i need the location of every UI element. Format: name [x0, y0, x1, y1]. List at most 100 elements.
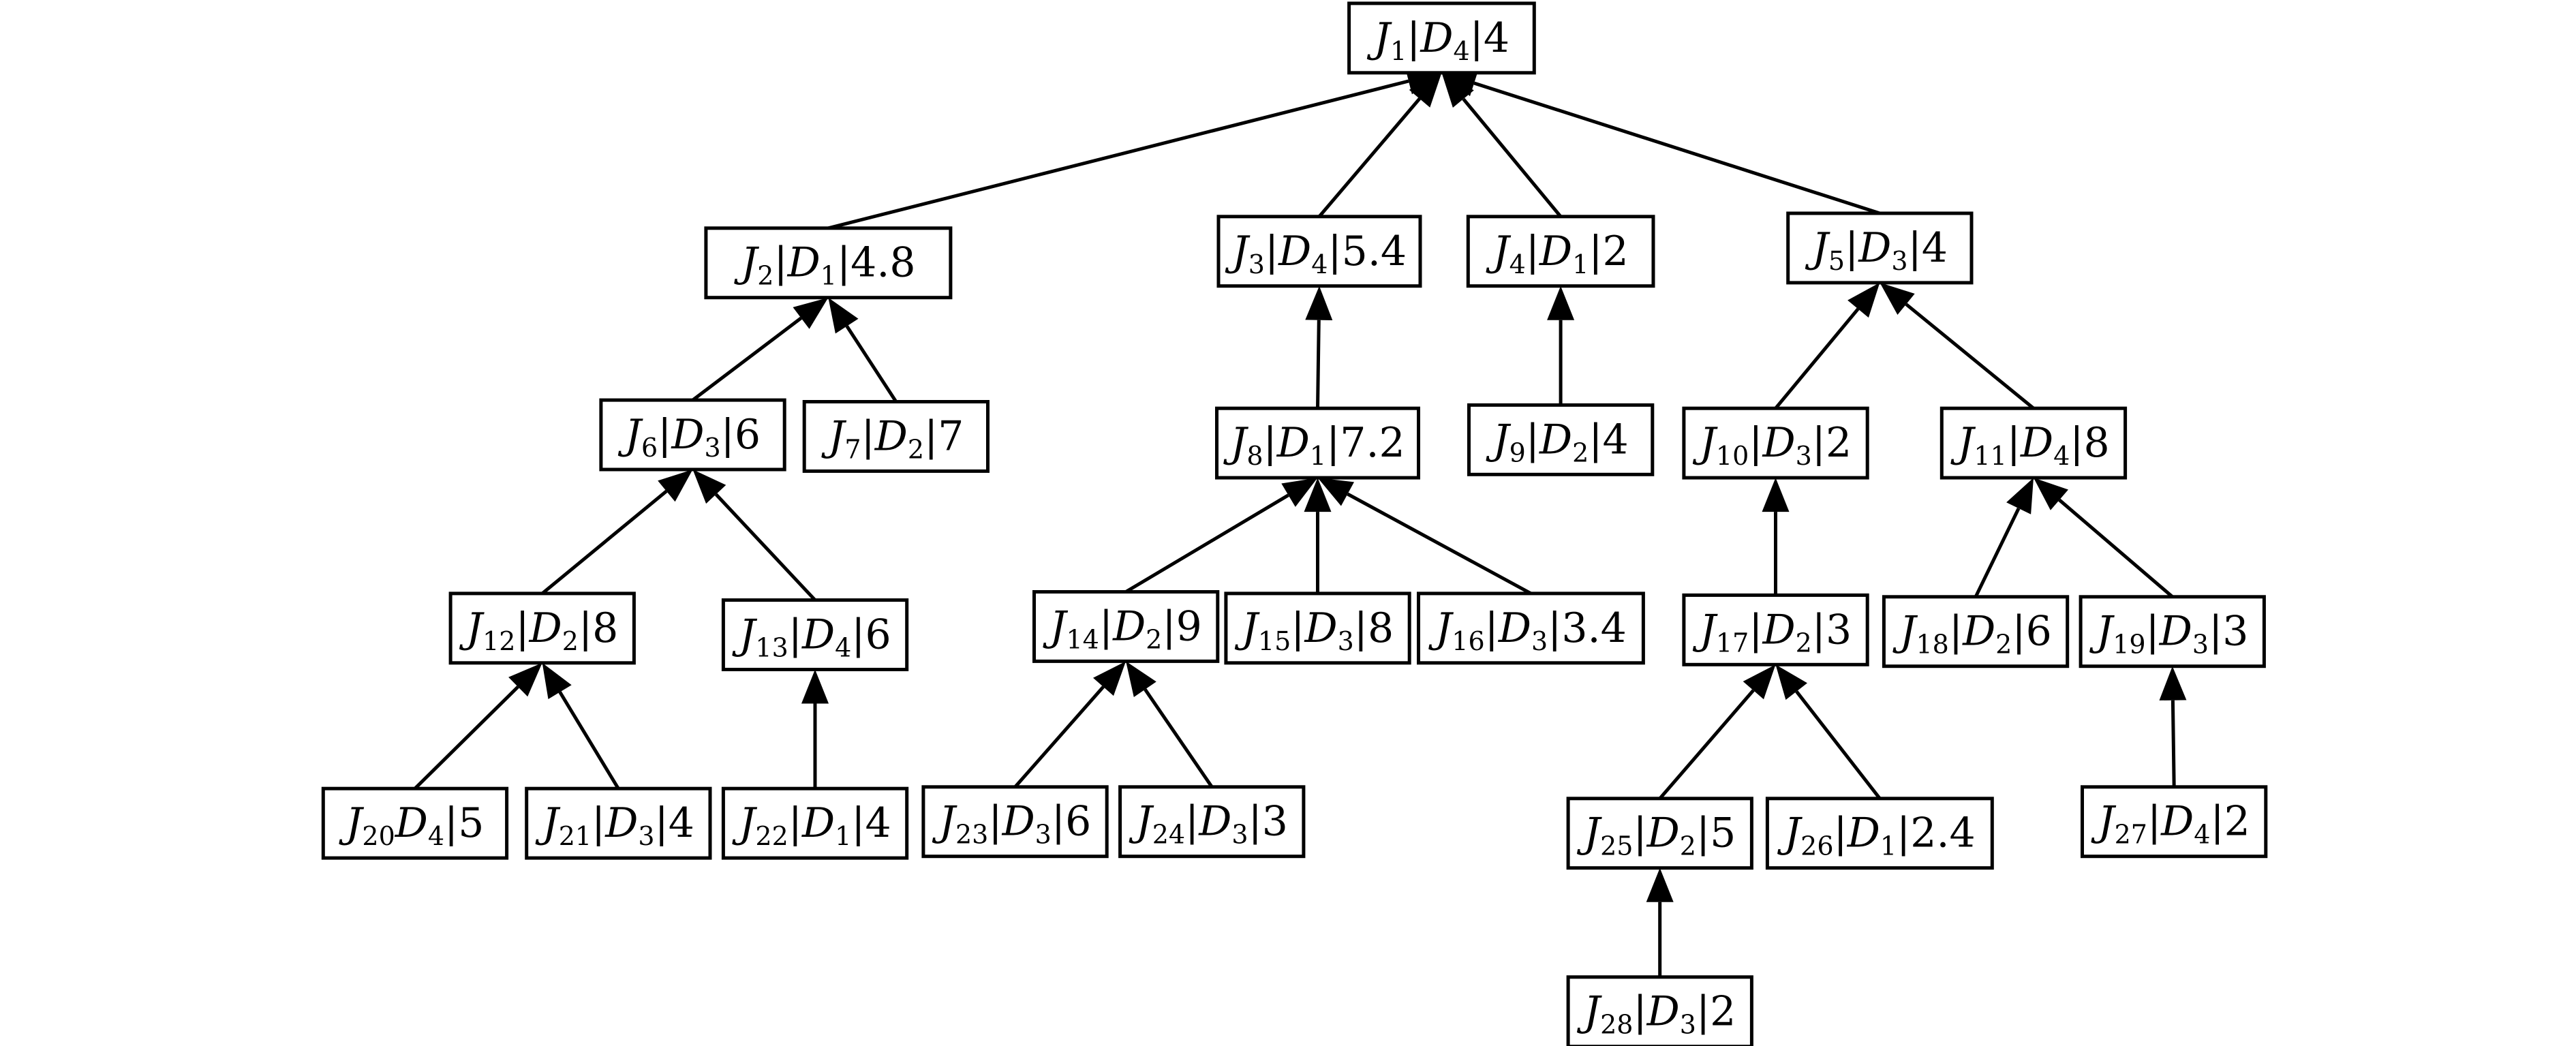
separator-bar: | [924, 413, 938, 461]
dept-letter: D [2159, 608, 2192, 656]
job-subscript: 9 [1509, 437, 1526, 467]
edge-line [1658, 689, 1755, 800]
node-box [1566, 797, 1753, 870]
node-value: 7 [938, 413, 964, 461]
dept-letter: D [1539, 416, 1572, 463]
dept-letter: D [1762, 606, 1795, 653]
edge-J12-to-J6 [541, 470, 693, 595]
edge-line [2058, 498, 2174, 598]
node-label: J26|D1|2.4 [1777, 810, 1976, 861]
node-j12: J12|D2|8 [448, 591, 636, 665]
dept-letter: D [1420, 14, 1453, 62]
job-subscript: 21 [559, 821, 592, 851]
job-subscript: 15 [1258, 626, 1291, 656]
dept-subscript: 1 [821, 261, 837, 291]
node-box [599, 398, 786, 472]
node-box [1682, 593, 1869, 666]
dept-subscript: 4 [1311, 249, 1328, 279]
node-j23: J23|D3|6 [921, 785, 1109, 859]
separator-bar: | [655, 799, 669, 847]
edge-J25-to-J17 [1658, 664, 1776, 800]
job-subscript: 16 [1452, 626, 1484, 656]
node-j28: J28|D3|2 [1566, 975, 1753, 1046]
edge-line [1124, 493, 1289, 594]
arrowhead-icon [2006, 478, 2034, 514]
edge-line [714, 493, 816, 602]
dept-subscript: 2 [1572, 437, 1589, 467]
arrowhead-icon [1743, 664, 1776, 700]
dept-letter: D [1646, 810, 1680, 857]
node-j26: J26|D1|2.4 [1765, 797, 1994, 870]
dept-subscript: 4 [2194, 820, 2210, 850]
arrowhead-icon [1281, 478, 1318, 507]
dept-letter: D [1847, 810, 1880, 857]
separator-bar: | [1749, 606, 1762, 653]
edge-J26-to-J17 [1775, 664, 1882, 800]
edge-J3-to-J1 [1317, 72, 1442, 218]
node-label: J5|D3|4 [1805, 224, 1948, 276]
node-value: 2 [2224, 798, 2250, 846]
dept-subscript: 3 [1531, 626, 1548, 656]
separator-bar: | [1354, 604, 1368, 652]
node-label: J23|D3|6 [932, 798, 1091, 850]
separator-bar: | [1812, 419, 1826, 467]
dept-letter: D [1762, 419, 1795, 467]
dept-subscript: 3 [1338, 626, 1354, 656]
node-j1: J1|D4|4 [1347, 1, 1536, 75]
dept-subscript: 4 [1453, 36, 1469, 66]
separator-bar: | [1897, 810, 1910, 857]
dept-subscript: 3 [1796, 441, 1812, 471]
job-subscript: 25 [1600, 831, 1633, 861]
node-j20: J20D4|5 [321, 786, 509, 860]
dept-subscript: 3 [1035, 820, 1052, 850]
job-subscript: 1 [1390, 36, 1407, 66]
edge-line [1774, 307, 1860, 410]
arrowhead-icon [1317, 478, 1354, 506]
separator-bar: | [1485, 604, 1499, 652]
dept-subscript: 3 [1231, 820, 1248, 850]
node-label: J6|D3|6 [617, 411, 761, 463]
dept-subscript: 4 [428, 821, 444, 851]
dept-subscript: 3 [2192, 630, 2209, 660]
edge-J18-to-J11 [1974, 478, 2034, 598]
job-subscript: 19 [2113, 630, 2145, 660]
node-value: 4 [669, 799, 694, 847]
job-subscript: 10 [1716, 441, 1749, 471]
job-subscript: 4 [1509, 249, 1526, 279]
job-subscript: 24 [1152, 820, 1185, 850]
edge-line [541, 489, 668, 595]
node-j2: J2|D1|4.8 [704, 226, 953, 300]
dept-letter: D [1858, 224, 1891, 272]
separator-bar: | [721, 411, 735, 459]
separator-bar: | [837, 239, 850, 287]
separator-bar: | [1589, 228, 1602, 275]
node-j3: J3|D4|5.4 [1216, 215, 1422, 288]
edge-J2-to-J1 [827, 67, 1442, 230]
job-subscript: 22 [755, 821, 788, 851]
node-j14: J14|D2|9 [1032, 590, 1220, 663]
edge-J15-to-J8 [1304, 478, 1332, 594]
dept-letter: D [801, 611, 835, 659]
node-label: J4|D1|2 [1486, 228, 1629, 279]
edge-J23-to-J14 [1013, 661, 1126, 788]
dept-letter: D [1646, 988, 1680, 1036]
job-subscript: 14 [1066, 625, 1099, 655]
node-label: J9|D2|4 [1486, 416, 1629, 467]
node-j4: J4|D1|2 [1466, 215, 1655, 288]
node-value: 6 [865, 611, 891, 659]
arrowhead-icon [2034, 478, 2068, 510]
dept-subscript: 3 [1680, 1010, 1696, 1040]
separator-bar: | [1052, 798, 1065, 846]
node-j16: J16|D3|3.4 [1417, 591, 1645, 665]
separator-bar: | [1845, 224, 1858, 272]
node-box [1466, 215, 1655, 288]
node-value: 5 [1710, 810, 1736, 857]
arrowhead-icon [508, 662, 542, 697]
node-label: J13|D4|6 [731, 611, 891, 663]
node-label: J3|D4|5.4 [1225, 228, 1407, 279]
node-box [1417, 591, 1645, 665]
job-subscript: 3 [1248, 249, 1265, 279]
edge-line [845, 325, 898, 403]
node-box [1467, 403, 1655, 476]
